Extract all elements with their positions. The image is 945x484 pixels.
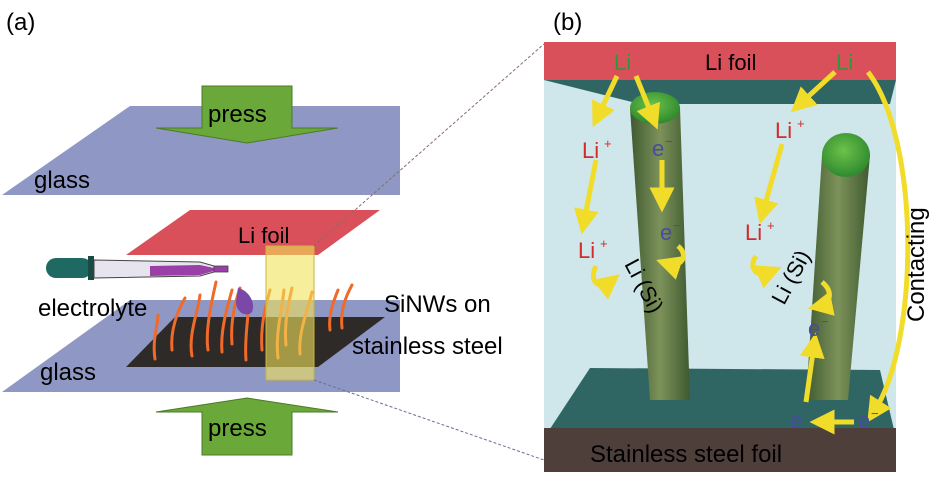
electrolyte-label: electrolyte — [38, 295, 147, 322]
zoom-window — [265, 245, 315, 381]
press-up-arrow — [155, 397, 339, 456]
li-atom-left: Li — [614, 50, 631, 75]
press-top-label: press — [208, 101, 267, 128]
li-foil-label: Li foil — [238, 223, 289, 248]
li-ion-label: Li — [745, 220, 762, 245]
electron-label: e — [660, 220, 672, 245]
li-foil-plate — [126, 210, 380, 255]
charge-minus: − — [803, 406, 811, 421]
steel-foil-label: Stainless steel foil — [590, 441, 782, 468]
electron-label: e — [808, 316, 820, 341]
glass-bottom-label: glass — [40, 359, 96, 386]
press-down-arrow — [155, 85, 339, 144]
electron-label: e — [858, 408, 870, 433]
charge-plus: + — [797, 116, 805, 131]
panel-a-tag: (a) — [6, 9, 35, 36]
charge-minus: − — [821, 314, 829, 329]
li-ion-label: Li — [578, 238, 595, 263]
press-bottom-label: press — [208, 415, 267, 442]
li-foil-layer — [544, 42, 896, 80]
li-ions: Li + Li + Li + Li + — [578, 116, 805, 263]
contacting-label: Contacting — [903, 207, 930, 322]
charge-plus: + — [604, 136, 612, 151]
dropper-icon — [46, 256, 229, 280]
connector-line-bottom — [313, 379, 545, 461]
charge-minus: − — [665, 134, 673, 149]
glass-top-label: glass — [34, 167, 90, 194]
reaction-arrows — [574, 70, 911, 435]
charge-plus: + — [600, 236, 608, 251]
electrons: e − e − e − e − e − — [652, 134, 879, 433]
electron-label: e — [652, 136, 664, 161]
charge-plus: + — [767, 218, 775, 233]
sinws-label-line2: stainless steel — [352, 333, 503, 360]
li-atom-right: Li — [836, 50, 853, 75]
panel-b-tag: (b) — [553, 9, 582, 36]
electron-label: e — [790, 408, 802, 433]
steel-foil-front — [544, 428, 896, 472]
connector-line-top — [313, 43, 545, 247]
sinws-label-line1: SiNWs on — [384, 291, 491, 318]
li-foil-label-b: Li foil — [705, 50, 756, 75]
electrolyte-drop — [236, 288, 254, 315]
li-ion-label: Li — [775, 118, 792, 143]
charge-minus: − — [871, 406, 879, 421]
li-ion-label: Li — [582, 138, 599, 163]
charge-minus: − — [673, 218, 681, 233]
